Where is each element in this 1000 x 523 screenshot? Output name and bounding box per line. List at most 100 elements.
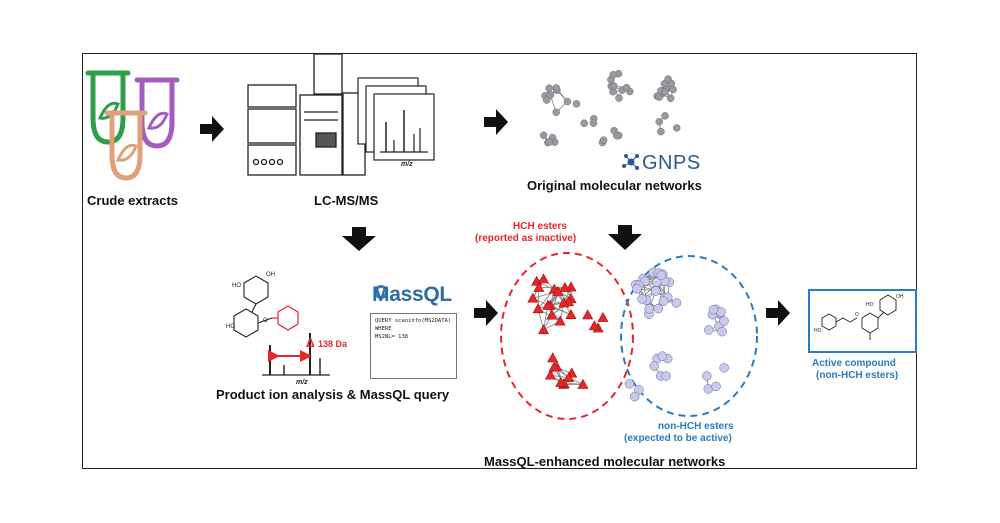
network-node xyxy=(629,391,640,402)
network-node xyxy=(704,325,714,335)
network-node xyxy=(632,284,642,294)
network-node xyxy=(546,91,555,99)
network-node xyxy=(547,352,559,363)
network-node xyxy=(666,94,675,103)
network-node xyxy=(558,297,570,308)
crude-extracts-label: Crude extracts xyxy=(87,193,179,208)
enhanced-network-graph xyxy=(527,267,729,402)
network-node xyxy=(661,371,671,381)
arrow-right-icon xyxy=(766,300,790,326)
product-mz-label: m/z xyxy=(296,379,308,386)
lcms-instrument-icon xyxy=(247,53,366,176)
flask-orange-icon xyxy=(104,110,148,181)
network-node xyxy=(597,311,609,322)
non-hch-cluster-ellipse xyxy=(620,255,758,417)
network-node xyxy=(588,320,600,331)
network-node xyxy=(589,119,598,127)
network-node xyxy=(622,83,631,92)
network-icon xyxy=(622,154,639,170)
delta-label: 138 Da xyxy=(318,339,348,349)
massql-query-box[interactable]: QUERY scaninfo(MS2DATA) WHERE MS2NL= 138 xyxy=(370,313,457,379)
enhanced-networks-label: MassQL-enhanced molecular networks xyxy=(484,454,726,469)
network-node xyxy=(552,285,564,296)
original-networks-label: Original molecular networks xyxy=(527,178,702,193)
query-line: WHERE xyxy=(375,326,392,332)
network-node xyxy=(657,127,665,136)
gnps-logo: GNPS xyxy=(642,152,701,174)
network-node xyxy=(555,376,567,387)
hch-cluster-ellipse xyxy=(500,252,634,420)
spectra-icon xyxy=(357,77,435,161)
network-node xyxy=(580,119,588,127)
molecule-atom-labels: HO OH HO O xyxy=(226,272,275,330)
original-network-graph xyxy=(539,69,681,147)
non-hch-note: (expected to be active) xyxy=(624,433,732,444)
hch-esters-title: HCH esters xyxy=(513,221,567,232)
network-node xyxy=(552,84,561,92)
network-node xyxy=(671,298,682,308)
lcmsms-label: LC-MS/MS xyxy=(314,193,379,208)
network-node xyxy=(563,97,572,106)
network-node xyxy=(661,112,669,120)
arrow-down-icon xyxy=(342,227,376,251)
network-node xyxy=(664,75,672,83)
active-compound-note: (non-HCH esters) xyxy=(816,370,899,381)
svg-text:OH: OH xyxy=(266,272,275,278)
network-node xyxy=(538,273,550,284)
network-node xyxy=(610,82,618,91)
svg-text:HO: HO xyxy=(814,328,822,334)
arrow-right-icon xyxy=(484,109,508,135)
network-node xyxy=(563,372,575,383)
network-node xyxy=(655,118,663,126)
network-node xyxy=(717,326,727,337)
svg-text:O: O xyxy=(263,318,268,324)
arrow-right-icon xyxy=(200,116,224,142)
network-node xyxy=(552,108,560,117)
network-node xyxy=(649,361,659,371)
network-node xyxy=(644,304,654,314)
network-node xyxy=(657,351,668,361)
non-hch-title: non-HCH esters xyxy=(658,421,734,432)
network-node xyxy=(559,282,571,292)
svg-text:HO: HO xyxy=(226,324,235,330)
network-node xyxy=(658,296,669,306)
network-node xyxy=(650,286,661,296)
network-node xyxy=(672,124,681,132)
svg-text:HO: HO xyxy=(232,283,241,289)
network-node xyxy=(572,100,581,108)
network-node xyxy=(599,136,608,144)
flask-green-icon xyxy=(85,70,131,145)
network-node xyxy=(548,361,560,372)
network-node xyxy=(544,369,556,380)
arrow-right-icon xyxy=(474,300,498,326)
network-node xyxy=(702,371,712,381)
network-node xyxy=(533,281,545,292)
network-node xyxy=(615,94,623,102)
network-node xyxy=(719,316,729,326)
molecule-icon xyxy=(233,275,273,338)
network-node xyxy=(669,85,677,94)
query-line: MS2NL= 138 xyxy=(375,334,409,340)
product-ion-spectrum xyxy=(262,333,330,376)
active-compound-structure xyxy=(821,294,897,340)
hch-esters-note: (reported as inactive) xyxy=(475,233,577,244)
massql-mascot-icon xyxy=(374,285,388,299)
network-node xyxy=(577,378,589,389)
network-node xyxy=(719,363,729,373)
network-node xyxy=(661,88,669,96)
molecule-fragment-icon xyxy=(272,305,299,331)
network-node xyxy=(708,304,719,315)
flask-purple-icon xyxy=(134,77,180,149)
network-node xyxy=(637,294,647,304)
network-node xyxy=(565,309,577,319)
network-node xyxy=(527,292,539,303)
network-node xyxy=(609,71,618,79)
network-node xyxy=(610,126,618,135)
figure-frame xyxy=(82,53,917,469)
network-node xyxy=(624,379,635,389)
network-node xyxy=(656,270,667,280)
active-compound-box xyxy=(808,289,917,353)
spectrum-mz-label: m/z xyxy=(401,161,413,168)
network-node xyxy=(554,315,566,326)
